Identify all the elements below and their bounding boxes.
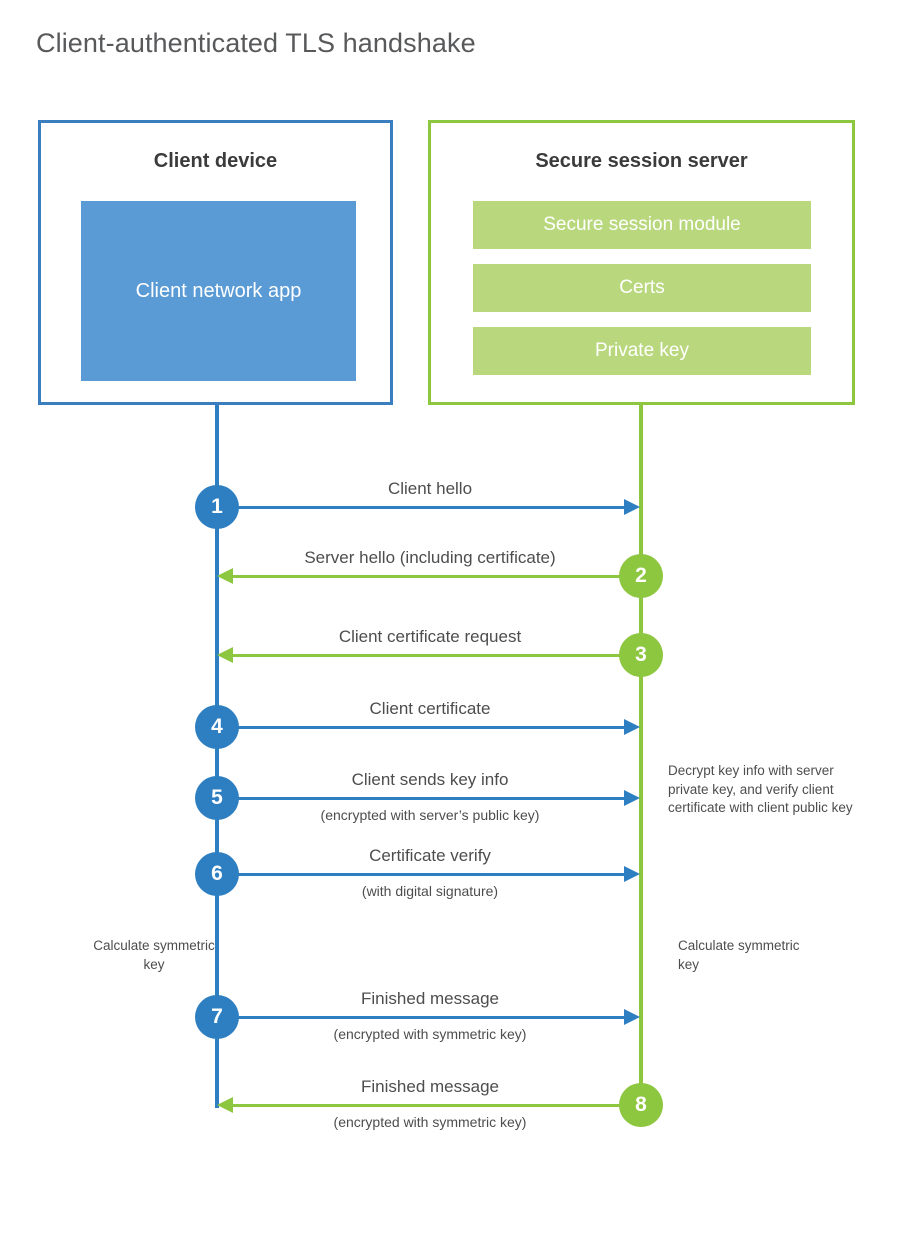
secure-session-server-box: Secure session server Secure session mod… [428,120,855,405]
server-block-certs: Certs [473,264,811,312]
step-3-arrow-head-icon [217,647,233,663]
step-7-label: Finished message [361,989,499,1008]
step-7-sublabel: (encrypted with symmetric key) [333,1026,527,1042]
step-5-arrow-line [217,797,629,800]
client-network-app-block: Client network app [81,201,356,381]
step-1-arrow-head-icon [624,499,640,515]
step-3-label: Client certificate request [338,627,522,646]
step-8-sublabel: (encrypted with symmetric key) [333,1114,527,1130]
server-calculate-symmetric-key-note: Calculate symmetric key [678,938,800,972]
step-8-arrow-line [227,1104,639,1107]
step-5-sublabel: (encrypted with server’s public key) [320,807,540,823]
page-title: Client-authenticated TLS handshake [36,28,476,58]
server-block-secure-session-module: Secure session module [473,201,811,249]
client-device-title: Client device [153,150,278,172]
step-4-badge: 4 [195,705,239,749]
step-6-arrow-line [217,873,629,876]
step-3-arrow-line [227,654,639,657]
step-7-arrow-head-icon [624,1009,640,1025]
step-3-badge: 3 [619,633,663,677]
server-decrypt-note: Decrypt key info with server private key… [668,763,853,816]
step-1-label: Client hello [387,479,473,498]
step-1-arrow-line [217,506,629,509]
step-4-arrow-line [217,726,629,729]
step-2-badge: 2 [619,554,663,598]
step-8-badge: 8 [619,1083,663,1127]
step-6-label: Certificate verify [369,846,491,865]
step-6-sublabel: (with digital signature) [361,883,499,899]
step-5-arrow-head-icon [624,790,640,806]
client-device-box: Client device Client network app [38,120,393,405]
server-block-private-key: Private key [473,327,811,375]
step-8-label: Finished message [361,1077,499,1096]
client-lifeline [215,405,219,1108]
step-7-arrow-line [217,1016,629,1019]
step-6-badge: 6 [195,852,239,896]
step-1-badge: 1 [195,485,239,529]
step-4-arrow-head-icon [624,719,640,735]
client-calculate-symmetric-key-note: Calculate symmetric key [93,938,215,972]
step-2-arrow-head-icon [217,568,233,584]
step-5-badge: 5 [195,776,239,820]
server-lifeline [639,405,643,1108]
step-4-label: Client certificate [369,699,491,718]
step-7-badge: 7 [195,995,239,1039]
secure-session-server-title: Secure session server [535,150,748,172]
step-5-label: Client sends key info [351,770,509,789]
step-6-arrow-head-icon [624,866,640,882]
step-8-arrow-head-icon [217,1097,233,1113]
step-2-label: Server hello (including certificate) [304,548,556,567]
step-2-arrow-line [227,575,639,578]
